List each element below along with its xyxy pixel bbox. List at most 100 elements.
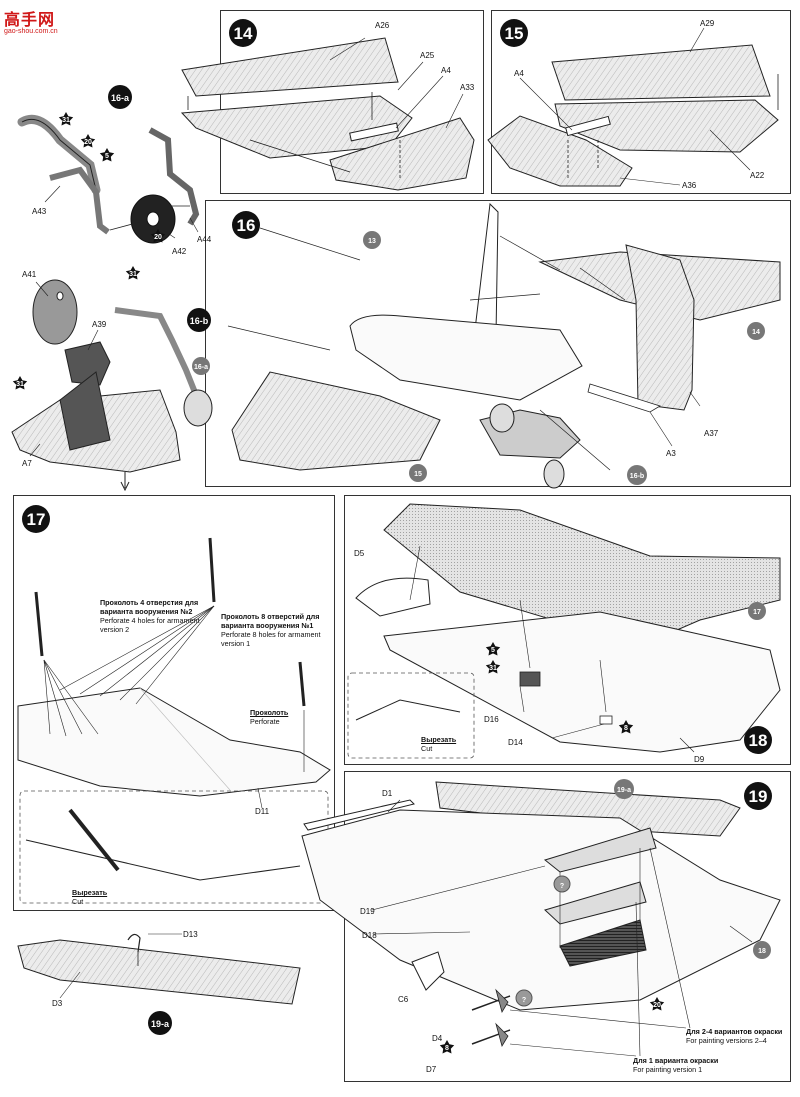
- part-D9-label: D9: [694, 755, 705, 764]
- watermark-url: gao-shou.com.cn: [4, 28, 58, 35]
- part-A4-label: A4: [441, 66, 451, 75]
- sub-16a-number: 16-a: [111, 93, 130, 103]
- step-17-number: 17: [27, 510, 46, 529]
- part-C6-label: C6: [398, 995, 409, 1004]
- paint-5b-number: 5: [491, 647, 495, 654]
- ref-15-badge: [409, 464, 427, 482]
- ref-13-number: 13: [368, 238, 376, 245]
- note-cut-18-ru: Вырезать: [421, 735, 457, 744]
- paint-star-31a: [58, 112, 74, 126]
- note-perforate-8-en: Perforate 8 holes for armament version 1: [221, 630, 321, 648]
- paint-31c-number: 31: [16, 381, 24, 388]
- paint-star-31d: [485, 660, 501, 674]
- part-A36-label: A36: [682, 181, 697, 190]
- note-perforate-ru: Проколоть: [250, 708, 289, 717]
- step-19-number: 19: [749, 787, 768, 806]
- step-19-diagram: ? ?: [301, 781, 781, 1057]
- part-D16-label: D16: [484, 715, 499, 724]
- part-A33-label: A33: [460, 83, 475, 92]
- sub-19a-diagram: [17, 933, 301, 1005]
- note-paint-1-ru: Для 1 варианта окраски: [633, 1056, 719, 1065]
- ref-16b-number: 16-b: [630, 473, 644, 480]
- paint-star-8a: [618, 720, 634, 734]
- ref-14-number: 14: [752, 329, 760, 336]
- note-cut-18: Вырезать Cut: [421, 735, 471, 753]
- ref-18-number: 18: [758, 948, 766, 955]
- step-14-number: 14: [234, 24, 253, 43]
- part-A43-label: A43: [32, 207, 47, 216]
- part-A22-label: A22: [750, 171, 765, 180]
- part-A29-label: A29: [700, 19, 715, 28]
- part-A4-label-15: A4: [514, 69, 524, 78]
- paint-31a-number: 31: [62, 117, 70, 124]
- part-D18-label: D18: [362, 931, 377, 940]
- paint-star-8b: [439, 1040, 455, 1054]
- note-perforate-8: Проколоть 8 отверстий для варианта воору…: [221, 612, 331, 648]
- note-paint-2-4-ru: Для 2-4 вариантов окраски: [686, 1027, 783, 1036]
- paint-20b-number: 20: [154, 234, 162, 241]
- paint-20c-number: 20: [653, 1002, 661, 1009]
- paint-31b-number: 31: [129, 271, 137, 278]
- step-19-badge: [744, 782, 772, 810]
- note-paint-1: Для 1 варианта окраски For painting vers…: [633, 1056, 737, 1074]
- paint-markers: [12, 112, 665, 1054]
- paint-star-5b: [485, 642, 501, 656]
- step-18-diagram: [347, 503, 781, 759]
- paint-5a-number: 5: [105, 153, 109, 160]
- note-perforate-en: Perforate: [250, 717, 280, 726]
- step-16-diagram: [227, 202, 781, 489]
- note-paint-1-en: For painting version 1: [633, 1065, 703, 1074]
- paint-star-31b: [125, 266, 141, 280]
- ref-15-number: 15: [414, 471, 422, 478]
- sub-16a-diagram: [17, 114, 200, 244]
- step-18-badge: [744, 726, 772, 754]
- step-15-badge: [500, 19, 528, 47]
- sub-19a-badge: [148, 1011, 172, 1035]
- ref-14-badge: [747, 322, 765, 340]
- step-16-number: 16: [237, 216, 256, 235]
- paint-star-20c: [649, 997, 665, 1011]
- sub-19a-number: 19-a: [151, 1019, 170, 1029]
- sub-16b-diagram: [11, 279, 213, 492]
- paint-20a-number: 20: [84, 139, 92, 146]
- part-A37-label: A37: [704, 429, 719, 438]
- note-perforate-4: Проколоть 4 отверстия для варианта воору…: [100, 598, 210, 634]
- part-A44-label: A44: [197, 235, 212, 244]
- part-D14-label: D14: [508, 738, 523, 747]
- note-cut-17-ru: Вырезать: [72, 888, 108, 897]
- paint-8a-number: 8: [624, 725, 628, 732]
- watermark-logo: 高手网 gao-shou.com.cn: [4, 6, 70, 40]
- paint-31d-number: 31: [489, 665, 497, 672]
- paint-star-31c: [12, 376, 28, 390]
- note-cut-17: Вырезать Cut: [72, 888, 132, 906]
- part-A26-label: A26: [375, 21, 390, 30]
- step-18-number: 18: [749, 731, 768, 750]
- part-D3-label: D3: [52, 999, 63, 1008]
- part-A3-label: A3: [666, 449, 676, 458]
- part-D5-label: D5: [354, 549, 365, 558]
- ref-16b-badge: [627, 465, 647, 485]
- sub-16b-badge: [187, 308, 211, 332]
- note-perforate: Проколоть Perforate: [250, 708, 320, 726]
- part-D4-label: D4: [432, 1034, 443, 1043]
- note-perforate-4-ru: Проколоть 4 отверстия для варианта воору…: [100, 598, 199, 616]
- question-mark-1: ?: [560, 883, 564, 890]
- part-D19-label: D19: [360, 907, 375, 916]
- step-17-diagram: [17, 537, 331, 904]
- step-16-badge: [232, 211, 260, 239]
- ref-19a-badge: [614, 779, 634, 799]
- paint-star-20a: [80, 134, 96, 148]
- part-A42-label: A42: [172, 247, 187, 256]
- ref-17-number: 17: [753, 609, 761, 616]
- paint-star-20b: [150, 229, 166, 243]
- step-14-diagram: [180, 37, 475, 191]
- watermark-text: 高手网: [4, 10, 56, 29]
- paint-8b-number: 8: [445, 1045, 449, 1052]
- note-perforate-8-ru: Проколоть 8 отверстий для варианта воору…: [221, 612, 320, 630]
- ref-16a-number: 16-a: [194, 364, 208, 371]
- note-paint-2-4: Для 2-4 вариантов окраски For painting v…: [686, 1027, 790, 1045]
- ref-16a-badge: [192, 357, 210, 375]
- ref-17-badge: [748, 602, 766, 620]
- part-A39-label: A39: [92, 320, 107, 329]
